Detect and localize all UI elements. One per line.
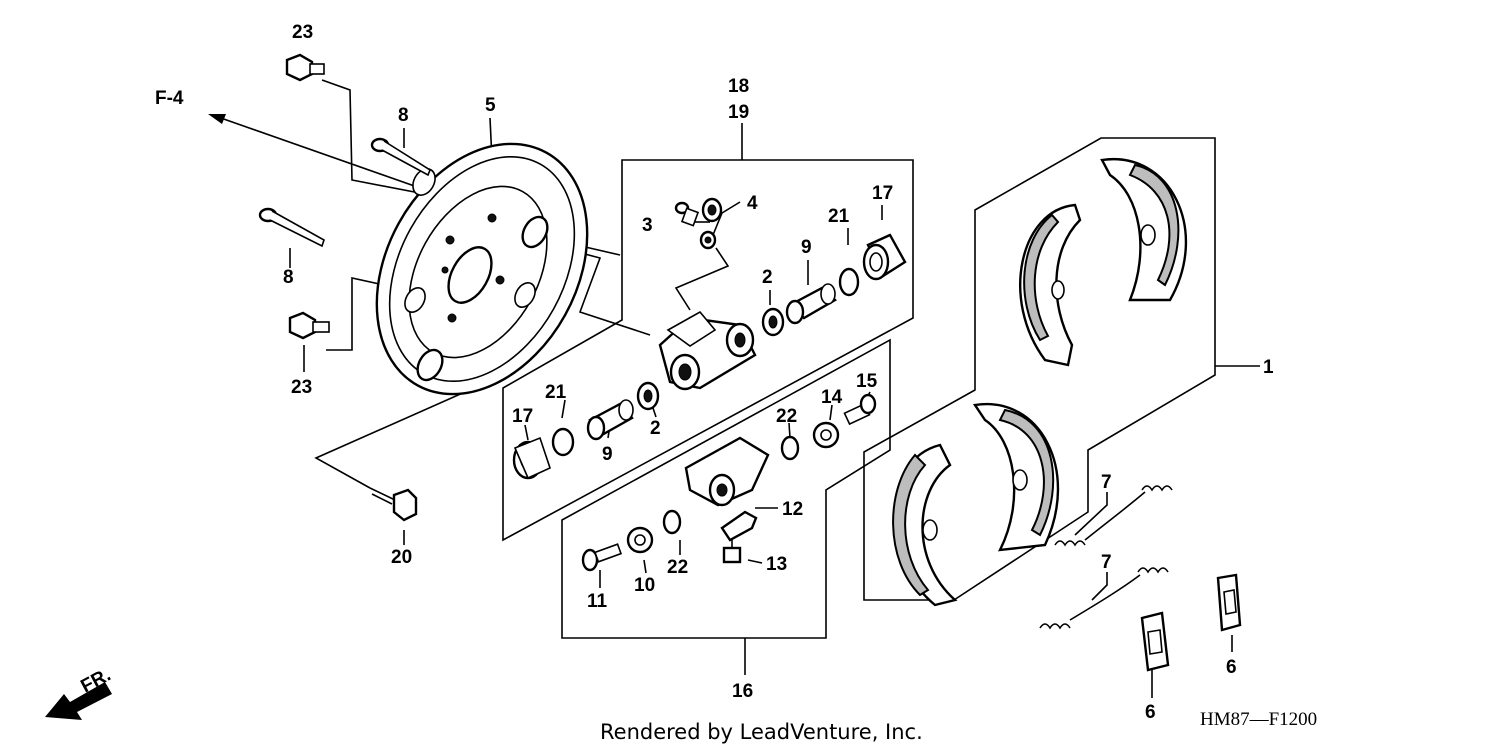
piston-9-lower: [586, 399, 634, 441]
callout-5: 5: [485, 95, 496, 116]
brake-shoe-set-frame: [863, 137, 1216, 601]
bolt-20: [369, 487, 418, 522]
piston-9-upper: [785, 283, 838, 325]
washer-22-upper: [780, 435, 800, 461]
bolt-23-upper: [285, 53, 325, 82]
bolt-23-lower: [288, 311, 330, 340]
adjuster-body: [684, 436, 770, 507]
callout-22-lower: 22: [667, 557, 688, 578]
callout-21-upper: 21: [828, 206, 850, 227]
callout-18: 18: [728, 76, 749, 97]
cup-seal-2-upper: [761, 307, 785, 337]
pin-8-lower: [258, 207, 325, 248]
circlip-21-lower: [551, 427, 575, 457]
brake-shoe-lower-right: [972, 402, 1060, 552]
shoe-clip-6-right: [1216, 573, 1242, 632]
adjuster-wheel-14: [812, 421, 840, 449]
callout-6-left: 6: [1145, 702, 1156, 723]
callout-19: 19: [728, 102, 749, 123]
screw-11: [581, 543, 623, 572]
callout-10: 10: [634, 575, 655, 596]
callout-17-upper: 17: [872, 183, 893, 204]
front-direction-arrow: [45, 682, 112, 720]
callout-7-upper: 7: [1101, 472, 1112, 493]
callout-14: 14: [821, 387, 843, 408]
f4-reference-arrow: [208, 114, 441, 196]
cup-seal-2-lower: [636, 381, 660, 411]
brake-panel-backing-plate: [375, 142, 589, 396]
callout-20: 20: [391, 547, 412, 568]
callout-1: 1: [1263, 357, 1274, 378]
adjuster-group-frame: [561, 338, 891, 639]
dust-boot-17-upper: [862, 233, 907, 281]
callout-16: 16: [732, 681, 753, 702]
bleeder-screw-3: [674, 201, 700, 227]
adjuster-screw-15: [843, 393, 877, 426]
nipple-13: [722, 540, 742, 564]
circlip-21-upper: [838, 267, 860, 297]
callout-4: 4: [747, 193, 758, 214]
f4-reference-label: F-4: [155, 88, 184, 109]
bleeder-cap-4: [699, 197, 723, 250]
callout-2-lower: 2: [650, 418, 661, 439]
brake-shoe-lower-left: [892, 443, 958, 607]
washer-22-lower: [662, 509, 682, 535]
brake-shoe-upper-right: [1100, 157, 1188, 302]
callout-9-upper: 9: [801, 237, 812, 258]
callout-21-lower: 21: [545, 382, 567, 403]
lock-plate-12: [720, 510, 758, 542]
wheel-cylinder-assembly-frame: [502, 159, 914, 542]
callout-7-lower: 7: [1101, 552, 1112, 573]
rendered-by-credit: Rendered by LeadVenture, Inc.: [600, 720, 923, 744]
star-wheel-10: [626, 526, 654, 554]
callout-13: 13: [766, 554, 787, 575]
callout-8-upper: 8: [398, 105, 409, 126]
callout-23-upper: 23: [292, 22, 313, 43]
callout-22-upper: 22: [776, 406, 797, 427]
callout-2-upper: 2: [762, 267, 773, 288]
callout-17-lower: 17: [512, 406, 533, 427]
brake-shoe-upper-left: [1019, 203, 1082, 367]
return-spring-7-lower: [1039, 567, 1169, 630]
callout-9-lower: 9: [602, 444, 613, 465]
callout-3: 3: [642, 215, 653, 236]
return-spring-7-upper: [1054, 485, 1173, 547]
callout-8-lower: 8: [283, 267, 294, 288]
callout-12: 12: [782, 499, 803, 520]
drawing-code: HM87—F1200: [1200, 709, 1317, 730]
wheel-cylinder-body: [658, 310, 757, 391]
dust-boot-17-lower: [512, 436, 551, 480]
pin-8-upper: [370, 137, 431, 177]
callout-11: 11: [587, 591, 608, 612]
shoe-clip-6-left: [1140, 611, 1170, 672]
callout-23-lower: 23: [291, 377, 312, 398]
callout-15: 15: [856, 371, 878, 392]
callout-6-right: 6: [1226, 657, 1237, 678]
